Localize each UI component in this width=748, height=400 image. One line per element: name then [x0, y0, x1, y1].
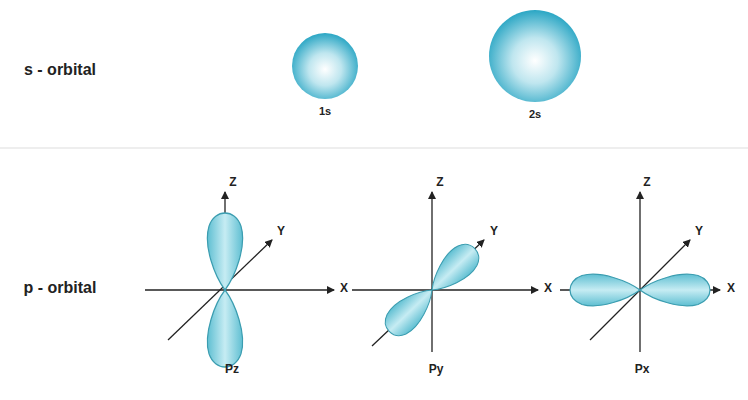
pz-orbital	[145, 192, 334, 367]
orbital-name: 2s	[529, 108, 541, 120]
section-title: s - orbital	[24, 61, 96, 79]
orbital-name: Py	[429, 363, 444, 376]
py-orbital	[352, 192, 538, 352]
axis-label: X	[727, 282, 735, 295]
2s-sphere	[489, 10, 581, 102]
axis-label: X	[340, 282, 348, 295]
orbital-name: Px	[635, 363, 650, 376]
axis-label: Z	[643, 176, 650, 189]
orbital-name: Pz	[225, 363, 239, 376]
orbital-name: 1s	[319, 105, 331, 117]
axis-label: Y	[277, 225, 285, 238]
1s-sphere	[292, 33, 358, 99]
axis-label: Y	[695, 225, 703, 238]
px-orbital	[560, 192, 720, 352]
divider	[0, 147, 748, 149]
axis-label: Z	[436, 176, 443, 189]
axis-label: Z	[229, 176, 236, 189]
axis-label: Y	[490, 225, 498, 238]
axis-label: X	[544, 282, 552, 295]
section-title: p - orbital	[24, 279, 97, 297]
